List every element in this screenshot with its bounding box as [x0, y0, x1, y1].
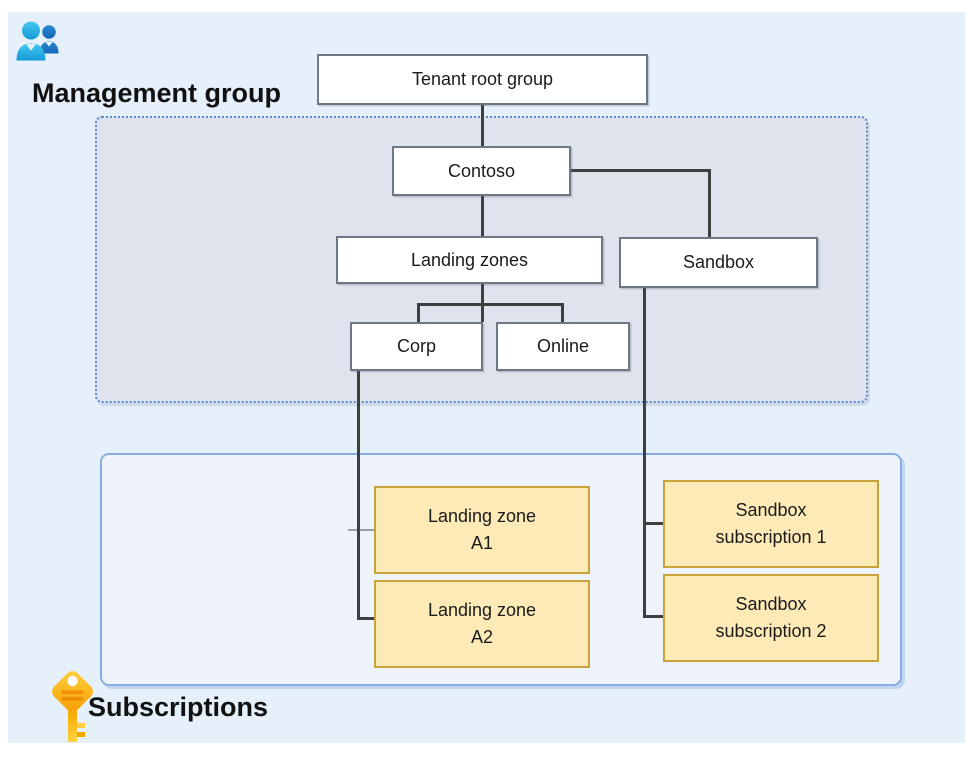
- node-online: Online: [496, 322, 630, 371]
- person-front: [16, 21, 46, 61]
- node-sandbox-subscription-1: Sandbox subscription 1: [663, 480, 879, 568]
- connector-sandbox-down-v: [643, 288, 646, 618]
- connector-contoso-landingzones: [481, 196, 484, 236]
- node-label-line: subscription 2: [715, 621, 827, 641]
- connector-sandbox-sub2-elbow: [643, 615, 663, 618]
- node-landing-zone-a2: Landing zone A2: [374, 580, 590, 668]
- connector-corp-lza2-elbow: [357, 617, 374, 620]
- node-label-line: A1: [470, 533, 494, 553]
- node-label-line: Landing zone: [427, 506, 537, 526]
- subscriptions-title: Subscriptions: [88, 692, 269, 722]
- management-group-people-icon: [14, 18, 66, 66]
- connector-branch-h: [417, 303, 564, 306]
- connector-sandbox-sub1-stub: [643, 522, 663, 525]
- node-landing-zones: Landing zones: [336, 236, 603, 284]
- node-tenant-root-group: Tenant root group: [317, 54, 648, 105]
- management-group-title: Management group: [32, 78, 282, 108]
- node-label-line: A2: [470, 627, 494, 647]
- person-back: [39, 25, 59, 54]
- connector-corp-down-v: [357, 371, 360, 620]
- connector-branch-online: [561, 303, 564, 322]
- node-sandbox: Sandbox: [619, 237, 818, 288]
- node-corp: Corp: [350, 322, 483, 371]
- node-label-line: Sandbox: [735, 500, 807, 520]
- node-contoso: Contoso: [392, 146, 571, 196]
- node-label-line: Landing zone: [427, 600, 537, 620]
- node-landing-zone-a1: Landing zone A1: [374, 486, 590, 574]
- connector-contoso-sandbox-h: [571, 169, 711, 172]
- node-label-line: subscription 1: [715, 527, 827, 547]
- node-sandbox-subscription-2: Sandbox subscription 2: [663, 574, 879, 662]
- connector-contoso-sandbox-v: [708, 169, 711, 237]
- subscriptions-key-icon: [42, 666, 106, 748]
- node-label-line: Sandbox: [735, 594, 807, 614]
- connector-branch-corp: [417, 303, 420, 322]
- connector-tenantroot-contoso: [481, 105, 484, 146]
- connector-corp-lza1-stub: [348, 529, 374, 531]
